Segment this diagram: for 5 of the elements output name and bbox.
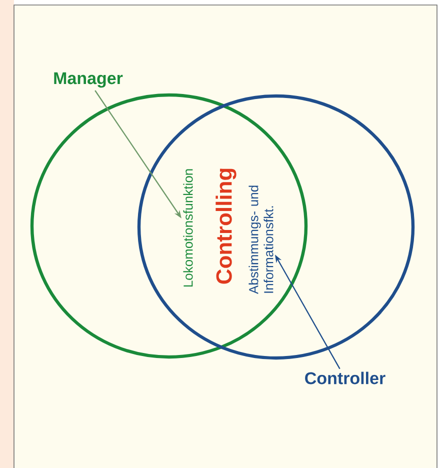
role-label: Manager xyxy=(54,72,123,88)
function-label: Lokomotionsfunktion xyxy=(183,169,193,287)
role-label: Controller xyxy=(305,372,386,384)
function-label: Abstimmungs- und Informationsfkt. xyxy=(248,186,274,294)
center-title: Controlling xyxy=(216,168,236,284)
